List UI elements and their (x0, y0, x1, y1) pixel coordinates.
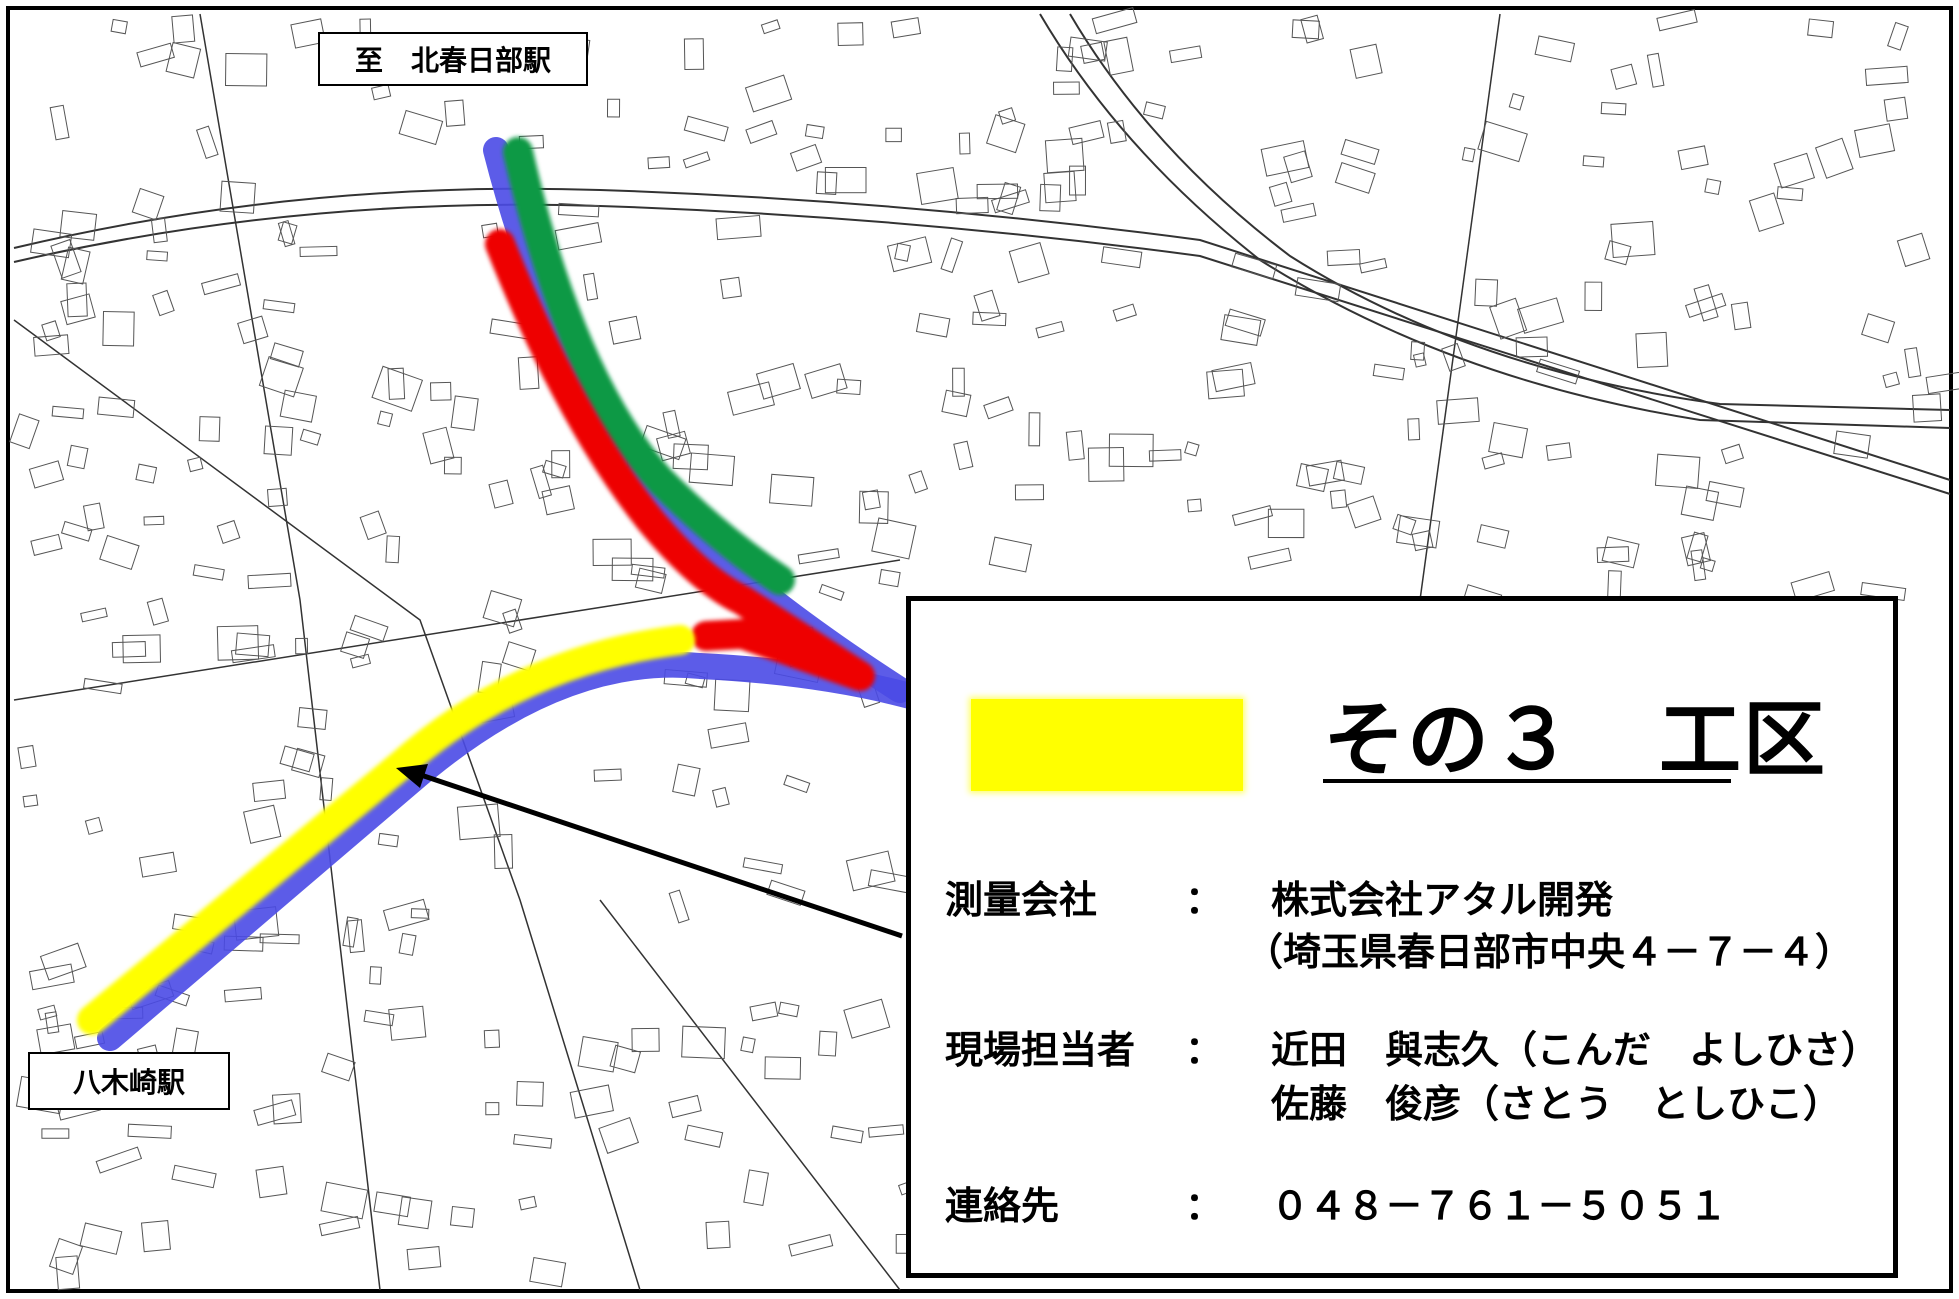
green-section-route (503, 137, 795, 595)
staff-name-2: 佐藤 俊彦（さとう としひこ） (1271, 1082, 1842, 1126)
pointer-arrow (396, 764, 903, 939)
company-address: （埼玉県春日部市中央４－７－４） (1245, 930, 1854, 974)
colon: ： (1185, 1028, 1224, 1072)
staff-name-1: 近田 與志久（こんだ よしひさ） (1271, 1028, 1880, 1072)
contact-phone: ０４８－７６１－５０５１ (1271, 1184, 1728, 1228)
title-underline (1323, 779, 1731, 783)
staff-label: 現場担当者 (945, 1028, 1136, 1072)
yellow-section-route (77, 625, 695, 1035)
section-title: その３ 工区 (1323, 693, 1828, 788)
legend-color-swatch (971, 699, 1243, 791)
colon: ： (1185, 1184, 1224, 1228)
north-kasukabe-station-label: 至 北春日部駅 (318, 32, 588, 86)
colon: ： (1185, 878, 1224, 922)
section-info-panel: その３ 工区 測量会社 ： 株式会社アタル開発 （埼玉県春日部市中央４－７－４）… (906, 596, 1898, 1278)
contact-label: 連絡先 (945, 1184, 1060, 1228)
company-label: 測量会社 (945, 878, 1098, 922)
yagisaki-station-label: 八木崎駅 (28, 1052, 230, 1110)
route-overlays (77, 137, 923, 1051)
red-section-route (485, 229, 875, 691)
company-name: 株式会社アタル開発 (1271, 878, 1614, 922)
